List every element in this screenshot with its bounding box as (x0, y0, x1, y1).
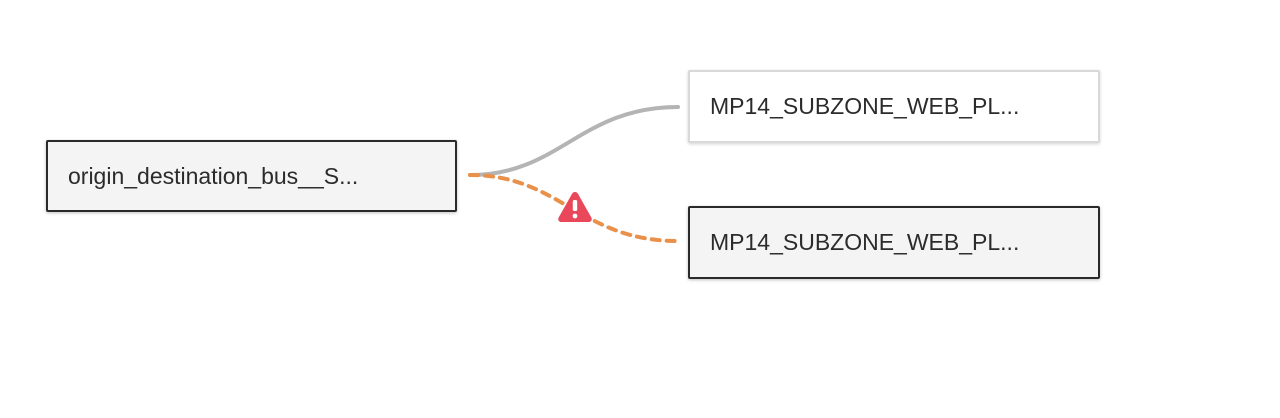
source-node[interactable]: origin_destination_bus__S... (46, 140, 457, 212)
target-node-2-label: MP14_SUBZONE_WEB_PL... (710, 229, 1020, 255)
target-node-2[interactable]: MP14_SUBZONE_WEB_PL... (688, 206, 1100, 279)
solid-link[interactable] (468, 105, 680, 177)
warning-triangle-icon[interactable] (557, 190, 593, 223)
source-node-label: origin_destination_bus__S... (68, 162, 359, 189)
target-node-1[interactable]: MP14_SUBZONE_WEB_PL... (688, 70, 1100, 143)
target-node-1-label: MP14_SUBZONE_WEB_PL... (710, 93, 1020, 119)
